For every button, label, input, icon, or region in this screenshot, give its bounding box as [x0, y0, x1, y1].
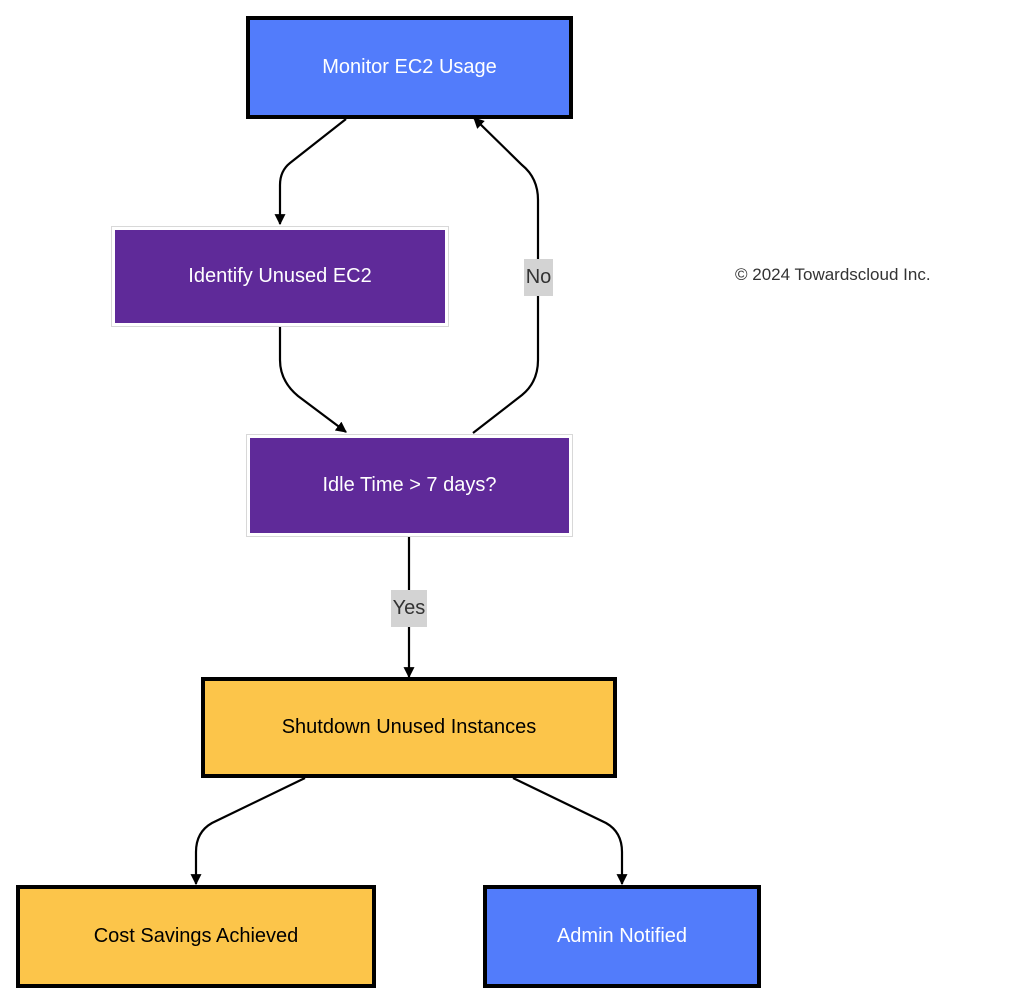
- node-monitor-ec2-usage-label: Monitor EC2 Usage: [322, 56, 497, 78]
- node-identify-unused-ec2[interactable]: Identify Unused EC2: [112, 227, 448, 326]
- node-monitor-ec2-usage[interactable]: Monitor EC2 Usage: [246, 16, 573, 119]
- node-admin-notified[interactable]: Admin Notified: [483, 885, 761, 988]
- node-cost-savings-achieved-label: Cost Savings Achieved: [93, 925, 299, 947]
- node-shutdown-unused-instances-label: Shutdown Unused Instances: [281, 716, 537, 738]
- copyright-notice: © 2024 Towardscloud Inc.: [735, 265, 931, 284]
- edge-shutdown-to-savings: [190, 777, 306, 886]
- node-idle-time-decision[interactable]: Idle Time > 7 days?: [247, 435, 572, 536]
- node-identify-unused-ec2-label: Identify Unused EC2: [188, 265, 372, 287]
- edge-shutdown-to-notified: [512, 777, 628, 886]
- node-cost-savings-achieved[interactable]: Cost Savings Achieved: [16, 885, 376, 988]
- edge-label-yes: Yes: [391, 590, 427, 627]
- edge-identify-to-idle-check: [278, 326, 347, 433]
- edge-monitor-to-identify: [274, 118, 347, 226]
- edge-label-no: No: [524, 259, 553, 296]
- node-admin-notified-label: Admin Notified: [556, 925, 688, 947]
- node-shutdown-unused-instances[interactable]: Shutdown Unused Instances: [201, 677, 617, 778]
- node-idle-time-decision-label: Idle Time > 7 days?: [322, 474, 497, 496]
